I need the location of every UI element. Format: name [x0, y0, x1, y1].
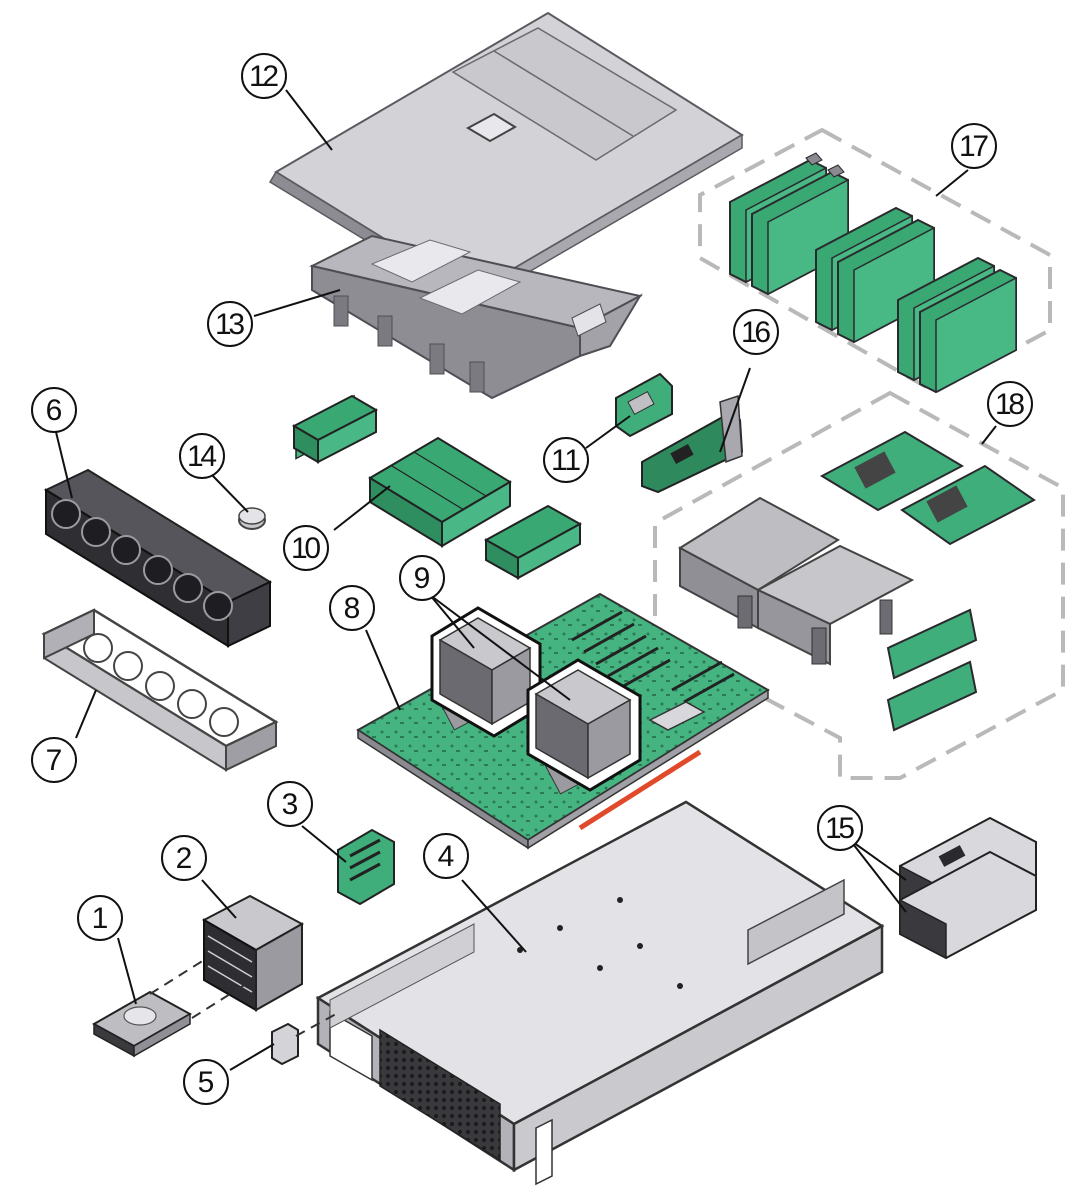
- callout-circle: [31, 387, 77, 433]
- fan-tray-icon: [41, 608, 279, 772]
- callout-3: 3: [267, 781, 313, 827]
- callout-number: 16: [741, 316, 771, 349]
- callout-number: 12: [249, 60, 279, 93]
- drive-backplane-icon: [337, 828, 395, 906]
- riser-group-outline: [698, 127, 1052, 395]
- callout-5: 5: [183, 1059, 229, 1105]
- callout-circle: [987, 381, 1033, 427]
- callout-circle: [267, 781, 313, 827]
- callout-11: 11: [543, 437, 589, 483]
- callout-4: 4: [423, 833, 469, 879]
- callout-circle: [207, 301, 253, 347]
- callout-9: 9: [399, 555, 445, 601]
- callout-10: 10: [283, 525, 329, 571]
- callout-18: 18: [987, 381, 1033, 427]
- callout-circle: [329, 585, 375, 631]
- pcie-riser-group-icon: [729, 152, 1017, 394]
- callout-8: 8: [329, 585, 375, 631]
- callout-circle: [817, 805, 863, 851]
- callout-number: 1: [92, 902, 109, 935]
- callout-number: 13: [215, 308, 245, 341]
- callout-circle: [179, 433, 225, 479]
- callout-1: 1: [77, 895, 123, 941]
- callout-circle: [423, 833, 469, 879]
- pcie-card-icon: [641, 394, 744, 494]
- callout-circle: [399, 555, 445, 601]
- callout-15: 15: [817, 805, 863, 851]
- drive-stack-icon: [201, 894, 305, 1012]
- callout-circle: [543, 437, 589, 483]
- callout-circle: [161, 835, 207, 881]
- callout-number: 14: [187, 440, 217, 473]
- callout-6: 6: [31, 387, 77, 433]
- callout-13: 13: [207, 301, 253, 347]
- air-baffle-icon: [309, 234, 643, 400]
- callout-number: 3: [282, 788, 299, 821]
- callout-number: 6: [46, 394, 63, 427]
- callout-circle: [733, 309, 779, 355]
- chassis-icon: [315, 800, 885, 1186]
- hard-drive-icon: [91, 990, 193, 1058]
- drive-filler-icon: [271, 1022, 299, 1066]
- callout-7: 7: [31, 737, 77, 783]
- callout-number: 17: [959, 130, 989, 163]
- riser-assembly-group-outline: [653, 390, 1065, 780]
- power-supply-icon: [899, 816, 1037, 960]
- callout-number: 2: [176, 842, 193, 875]
- callout-number: 8: [344, 592, 361, 625]
- callout-14: 14: [179, 433, 225, 479]
- callout-circle: [951, 123, 997, 169]
- callout-number: 7: [46, 744, 63, 777]
- callout-12: 12: [241, 53, 287, 99]
- callout-17: 17: [951, 123, 997, 169]
- dimm-icon: [291, 394, 583, 580]
- callout-circle: [31, 737, 77, 783]
- callout-circle: [183, 1059, 229, 1105]
- callouts: [55, 89, 997, 1071]
- small-board-icon: [615, 372, 673, 438]
- callout-number: 9: [414, 562, 431, 595]
- fan-module-icon: [43, 468, 273, 648]
- callout-16: 16: [733, 309, 779, 355]
- callout-2: 2: [161, 835, 207, 881]
- battery-icon: [238, 507, 266, 530]
- callout-number: 18: [995, 388, 1025, 421]
- callout-number: 11: [551, 444, 581, 477]
- callout-number: 5: [198, 1066, 215, 1099]
- callout-circle: [241, 53, 287, 99]
- guide-lines: [149, 959, 337, 1037]
- callout-number: 10: [291, 532, 321, 565]
- callout-circle: [77, 895, 123, 941]
- heatsink-icon: [430, 606, 642, 792]
- callout-circle: [283, 525, 329, 571]
- callout-number: 4: [438, 840, 455, 873]
- riser-assembly-group-icon: [678, 430, 1036, 732]
- callout-number: 15: [825, 812, 855, 845]
